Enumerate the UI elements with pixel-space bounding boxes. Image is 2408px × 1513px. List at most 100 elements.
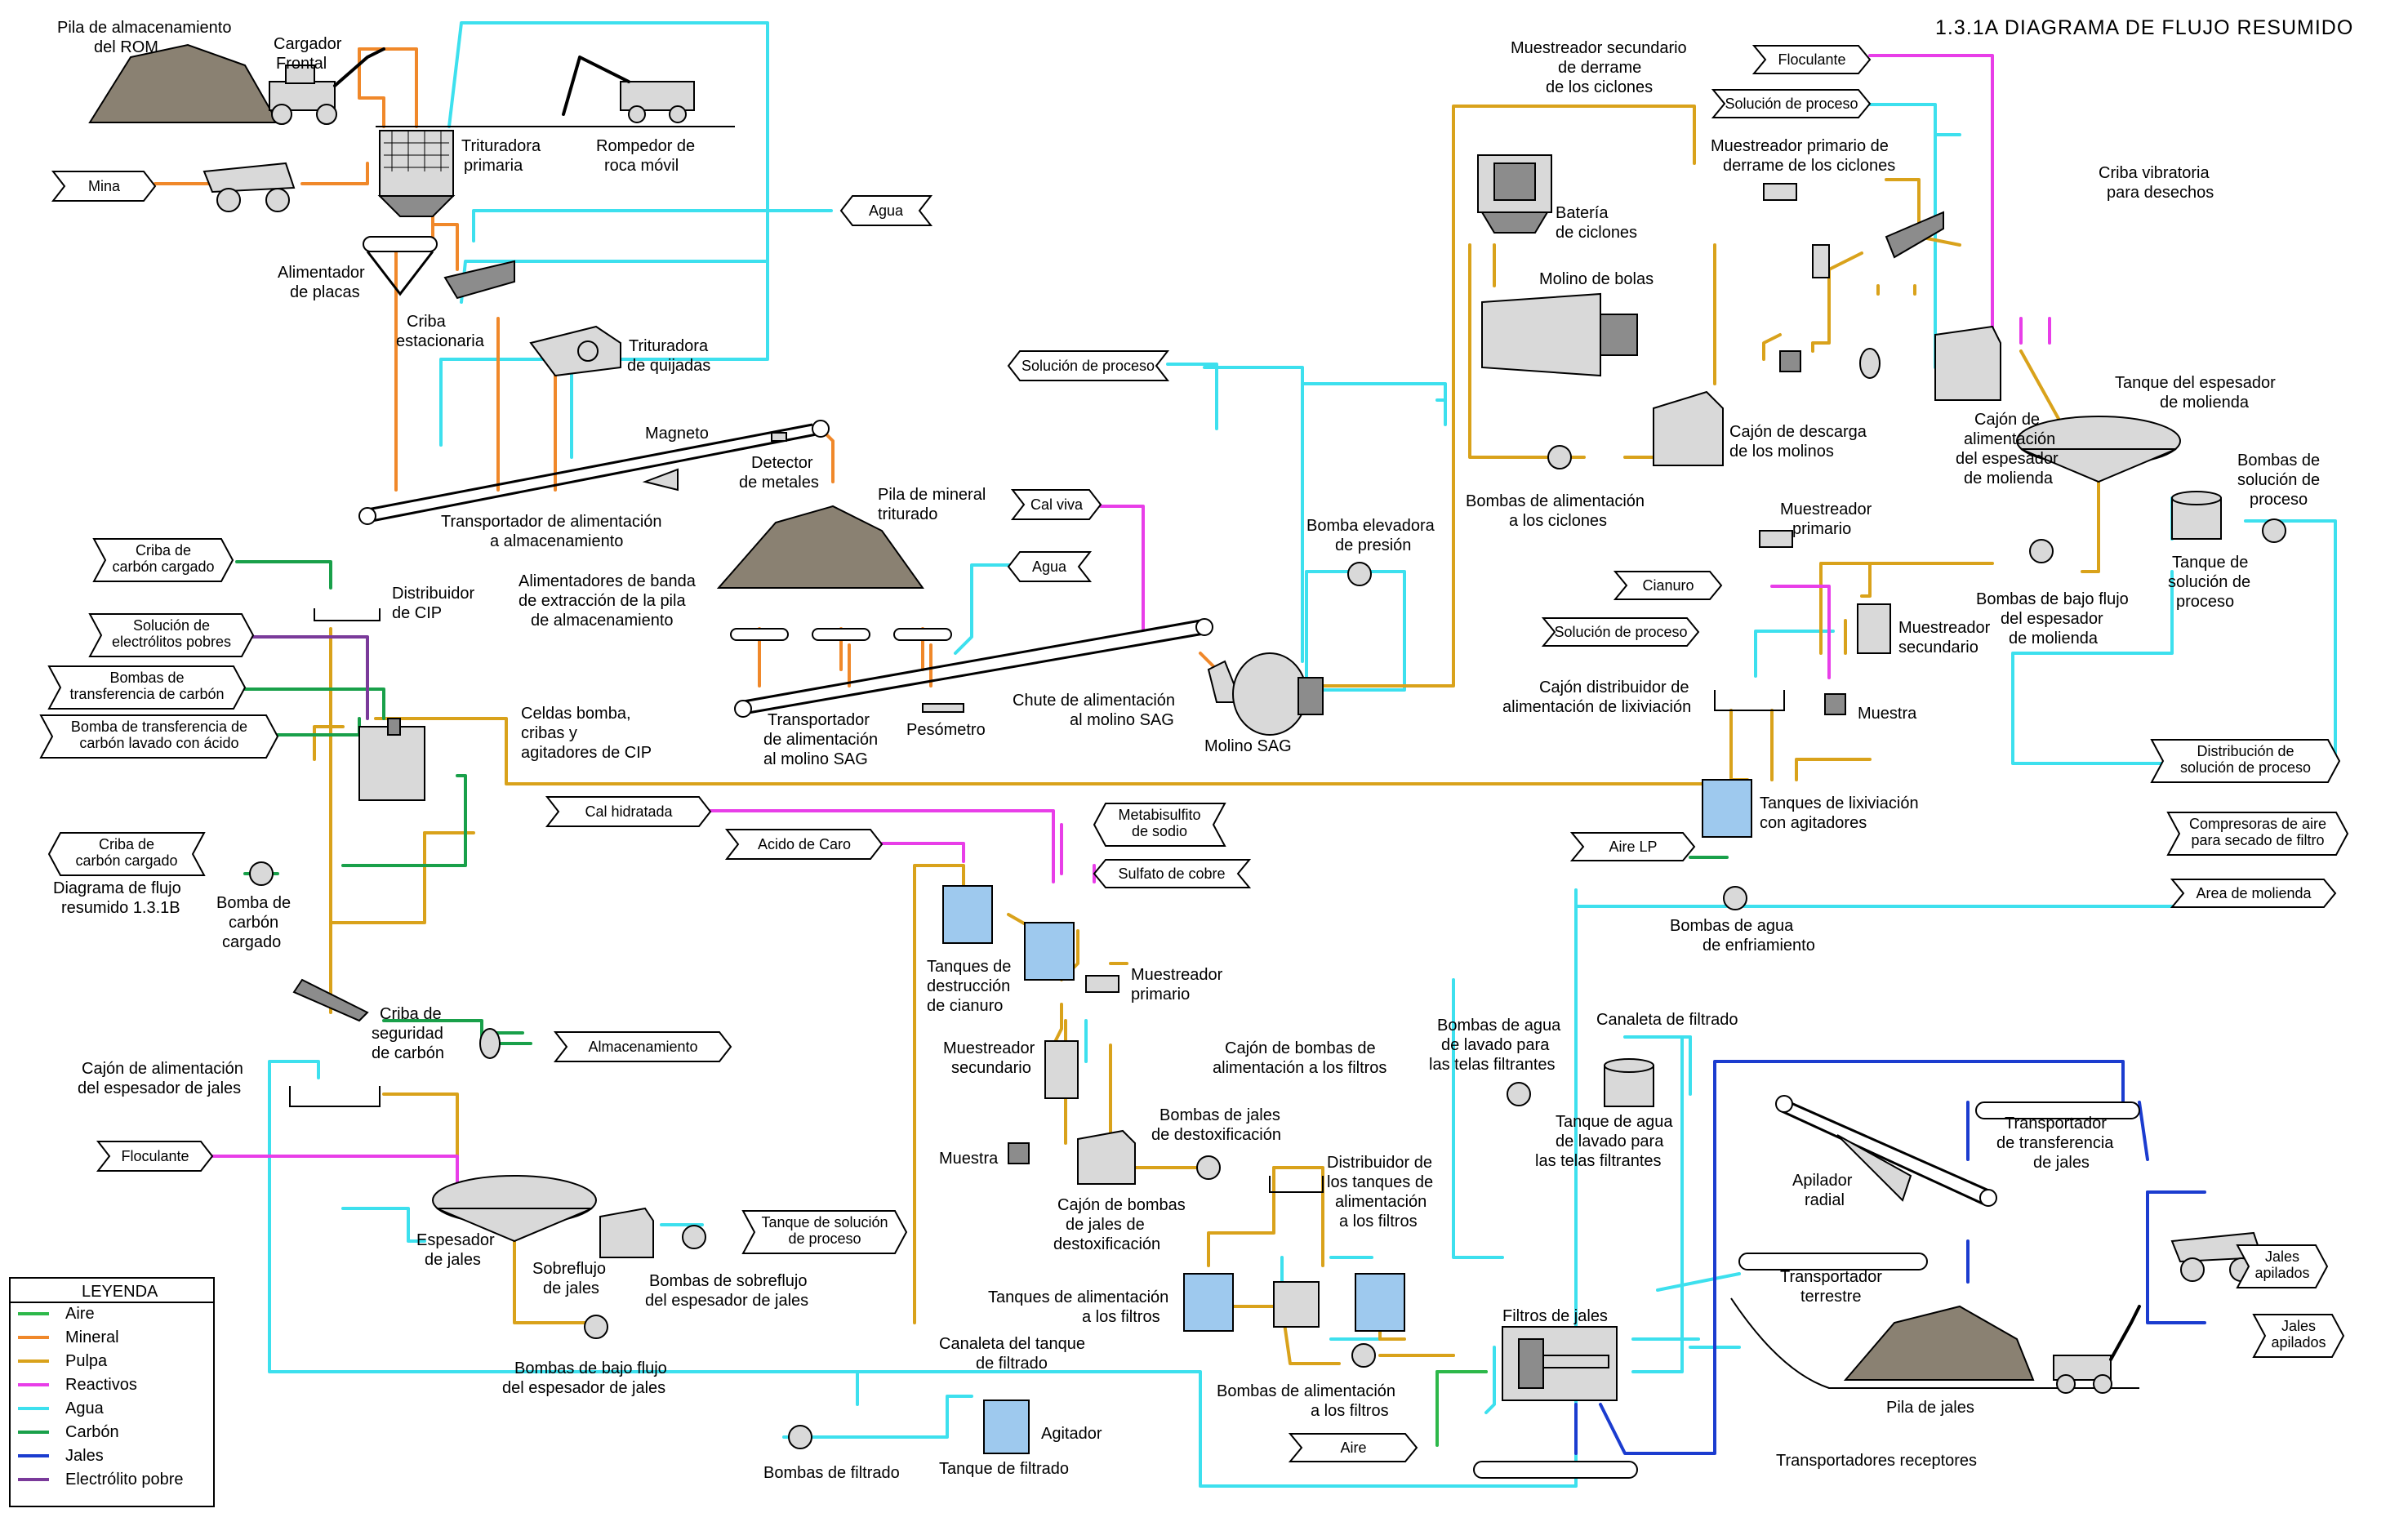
stream-tag-label: Cal viva: [1030, 496, 1084, 513]
label-cip-cells-2: cribas y: [521, 724, 577, 742]
label-cooling-pumps: Bombas de agua: [1670, 917, 1794, 935]
wash-water-tank-icon: [1604, 1058, 1654, 1107]
stream-tag-box: [545, 796, 712, 827]
label-sample-2: Muestra: [939, 1150, 999, 1168]
stream-tag-label: Aire: [1340, 1440, 1366, 1456]
stream-tag-box: [1093, 803, 1226, 847]
legend-item-label: Jales: [65, 1447, 104, 1465]
stream-tag-box: [1007, 350, 1170, 381]
stream-tag-box: [39, 714, 279, 759]
label-cn-destruction-3: de cianuro: [927, 997, 1003, 1015]
label-agitator: Agitador: [1041, 1425, 1102, 1443]
label-reclaim-feeders-3: de almacenamiento: [531, 612, 674, 630]
mill-discharge-box-icon: [1653, 390, 1724, 466]
label-grinding-thickener-2: de molienda: [2160, 394, 2250, 412]
carbon-safety-screen-icon: [292, 978, 369, 1022]
drum-icon-2: [479, 1028, 501, 1059]
label-thickener-feed-4: de molienda: [1964, 469, 2054, 487]
label-leach-tanks-2: con agitadores: [1760, 814, 1867, 832]
label-process-tank-2: solución de: [2168, 573, 2250, 591]
stream-tag-label: Sulfato de cobre: [1118, 866, 1225, 882]
label-stationary-screen-2: estacionaria: [396, 332, 485, 350]
label-metal-detector-2: de metales: [739, 474, 819, 492]
mine-truck-icon: [203, 162, 296, 212]
label-process-pumps-3: proceso: [2250, 491, 2308, 509]
label-filter-feed-box-2: alimentación a los filtros: [1213, 1059, 1386, 1077]
label-filter-feed-pumps: Bombas de alimentación: [1217, 1382, 1395, 1400]
label-primary-overflow-sampler-2: derrame de los ciclones: [1723, 157, 1895, 175]
legend-item-label: Carbón: [65, 1423, 119, 1441]
label-detox-box: Cajón de bombas: [1057, 1196, 1186, 1214]
secondary-sampler-icon: [1857, 603, 1891, 654]
stream-tag-box: [1288, 1433, 1418, 1462]
filtrate-tank-icon: [983, 1400, 1030, 1454]
label-loader-2: Frontal: [276, 55, 327, 73]
label-jaw-crusher: Trituradora: [629, 337, 709, 355]
legend-item-label: Reactivos: [65, 1376, 137, 1394]
label-filter-distributor-4: a los filtros: [1339, 1213, 1418, 1230]
label-sag-conveyor: Transportador: [768, 711, 870, 729]
sag-mill-icon: [1207, 652, 1324, 736]
label-detox-secondary-sampler-2: secundario: [951, 1059, 1031, 1077]
stream-tag-label: Area de molienda: [2196, 885, 2312, 901]
label-chute-2: al molino SAG: [1070, 711, 1174, 729]
stream-tag-label: Mina: [88, 178, 121, 194]
label-rom-pile-2: del ROM: [94, 38, 158, 56]
tailings-filter-icon: [1502, 1326, 1618, 1401]
label-cyclone-feed-pumps: Bombas de alimentación: [1466, 492, 1645, 510]
label-tailings-thickener: Espesador: [416, 1231, 495, 1249]
label-detox-primary-sampler-2: primario: [1131, 986, 1190, 1003]
drum-icon-1: [1859, 348, 1881, 379]
label-wash-pumps-2: de lavado para: [1441, 1036, 1550, 1054]
storage-conveyor-icon: [358, 420, 830, 525]
stream-tag-label: Solución de proceso: [1022, 358, 1155, 374]
label-secondary-sampler: Muestreador: [1898, 619, 1991, 637]
stream-tag-label: Jales: [2281, 1318, 2316, 1334]
stream-tag-box: [2150, 739, 2341, 783]
reclaim-feeders-icon: [730, 628, 952, 641]
stream-tag-box: [2166, 812, 2349, 856]
label-magnet: Magneto: [645, 425, 709, 443]
sag-feed-conveyor-icon: [734, 618, 1213, 718]
label-metal-detector: Detector: [751, 454, 813, 472]
stream-tag-label: Cal hidratada: [585, 803, 673, 820]
sample-box-icon-1: [1779, 350, 1801, 372]
stream-tag-box: [839, 195, 933, 226]
label-tailings-filters: Filtros de jales: [1502, 1307, 1608, 1325]
label-secondary-overflow-sampler-3: de los ciclones: [1546, 78, 1653, 96]
primary-overflow-sampler-icon: [1763, 183, 1797, 201]
stream-tag-label: Metabisulfito: [1118, 807, 1200, 823]
stream-tag-label: Tanque de solución: [761, 1214, 888, 1230]
overland-conveyor-icon: [1738, 1253, 1928, 1270]
label-filter-feed-box: Cajón de bombas de: [1225, 1039, 1376, 1057]
label-sag-conveyor-2: de alimentación: [763, 731, 878, 749]
label-filter-feed-tanks-2: a los filtros: [1082, 1308, 1160, 1326]
label-discharge-box: Cajón de descarga: [1729, 423, 1867, 441]
metal-detector-icon: [771, 432, 787, 442]
label-carbon-pump-3: cargado: [222, 933, 281, 951]
label-filter-distributor: Distribuidor de: [1327, 1154, 1432, 1172]
label-storage-conveyor: Transportador de alimentación: [441, 513, 662, 531]
tailings-lines: [1574, 1060, 2206, 1455]
label-detox-box-3: destoxificación: [1053, 1235, 1160, 1253]
label-cyclone-feed-pumps-2: a los ciclones: [1509, 512, 1607, 530]
stream-tag-box: [2252, 1314, 2345, 1358]
label-wash-pumps-3: las telas filtrantes: [1429, 1056, 1556, 1074]
cyanide-destruction-tank-icon-2: [1024, 922, 1075, 981]
label-primary-sampler: Muestreador: [1780, 501, 1872, 518]
legend-box: [9, 1277, 215, 1507]
detox-pump-box-icon: [1077, 1129, 1136, 1185]
stream-tag-label: Bomba de transferencia de: [71, 719, 247, 735]
stream-tag-label: Solución de proceso: [1554, 624, 1687, 640]
stream-tag-label: Agua: [869, 202, 904, 219]
primary-sampler-icon: [1759, 530, 1793, 548]
tailings-feed-box-icon: [289, 1086, 381, 1107]
secondary-overflow-sampler-icon: [1812, 244, 1830, 278]
stream-tag-label: Distribución de: [2197, 743, 2294, 759]
magnet-icon: [642, 468, 679, 492]
label-diagram-1b: Diagrama de flujo: [53, 879, 181, 897]
label-wash-tank-2: de lavado para: [1556, 1133, 1664, 1150]
stream-tag-label: Solución de: [133, 617, 210, 634]
electrolyte-lines: [251, 635, 369, 720]
